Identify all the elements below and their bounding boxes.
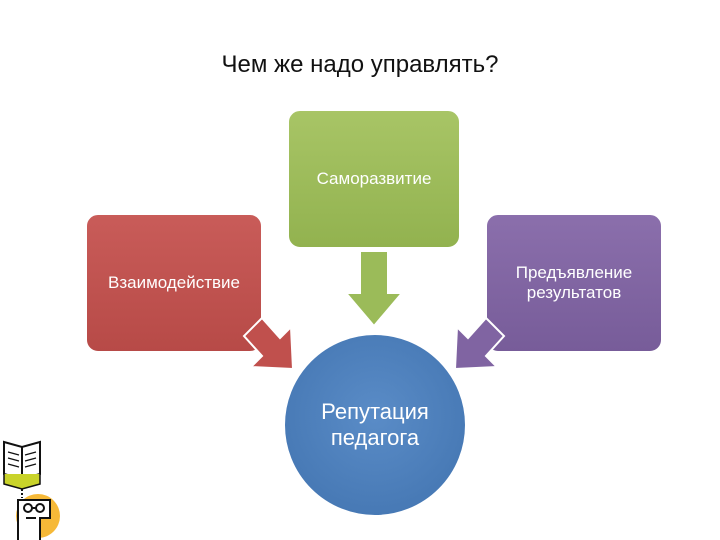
node-label-self-development: Саморазвитие bbox=[290, 112, 458, 246]
node-label-interaction: Взаимодействие bbox=[88, 216, 260, 350]
arrow-from-left bbox=[242, 316, 295, 371]
node-box-left bbox=[85, 213, 263, 353]
node-text-reputation-line-1: Репутация bbox=[321, 398, 429, 424]
node-label-results: Предъявление результатов bbox=[488, 216, 660, 350]
arrow-down bbox=[343, 250, 405, 328]
node-box-top bbox=[287, 109, 461, 249]
node-text-reputation-line-2: педагога bbox=[330, 425, 420, 450]
node-box-right bbox=[485, 213, 663, 353]
arrow-from-right bbox=[453, 316, 506, 371]
node-text-self-development: Саморазвитие bbox=[316, 168, 432, 188]
reader-face-icon bbox=[16, 494, 60, 540]
node-text-results-line-1: Предъявление bbox=[515, 262, 633, 282]
node-circle-center bbox=[283, 333, 467, 517]
slide-title: Чем же надо управлять? bbox=[221, 51, 499, 78]
node-text-interaction: Взаимодействие bbox=[108, 272, 240, 292]
book-icon bbox=[3, 440, 41, 498]
node-text-results-line-2: результатов bbox=[526, 283, 622, 302]
node-label-reputation: Репутация педагога bbox=[286, 336, 464, 514]
